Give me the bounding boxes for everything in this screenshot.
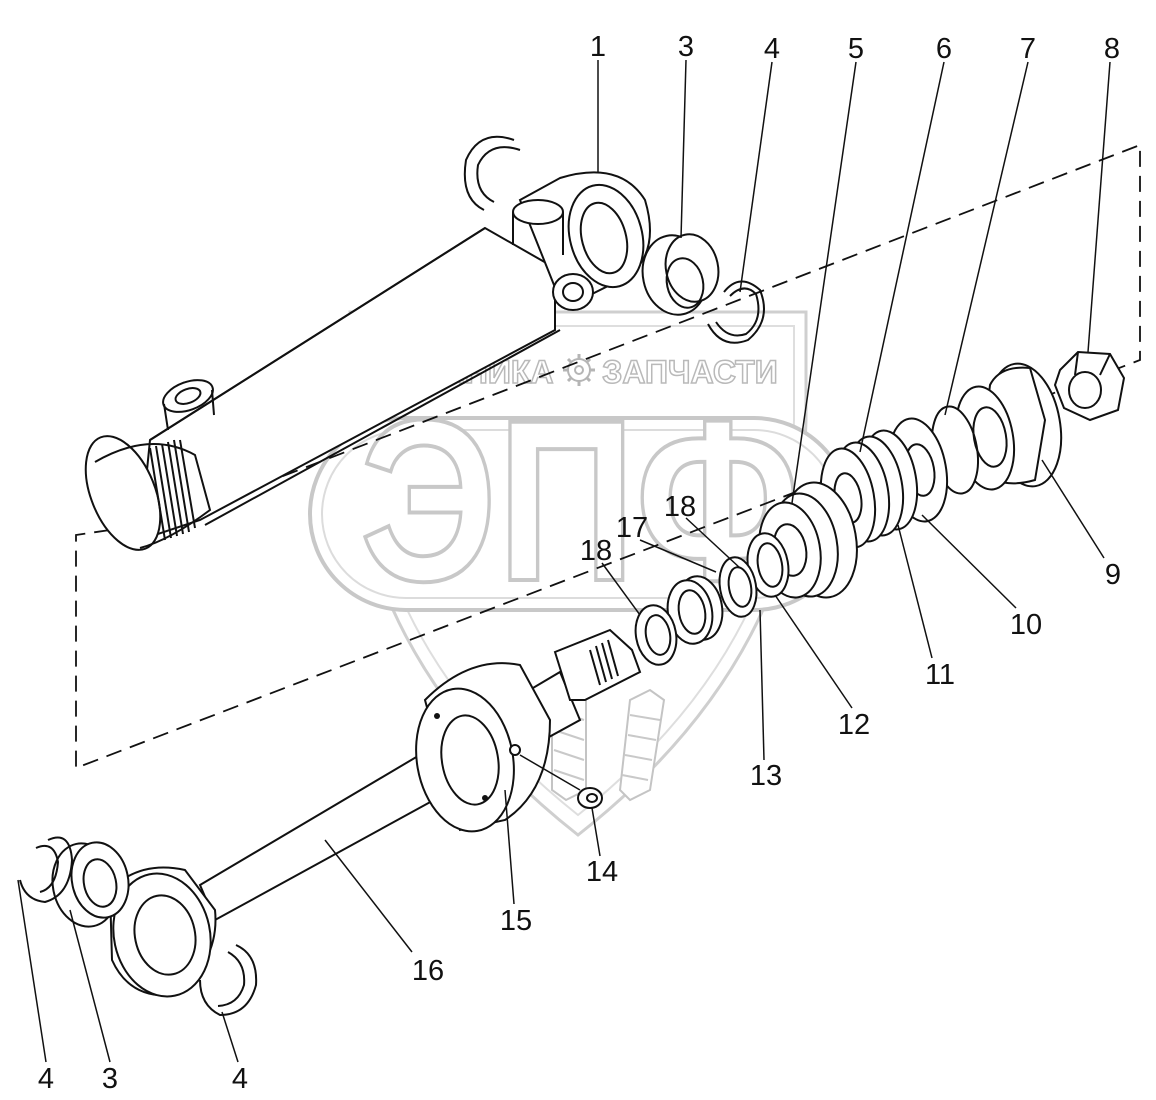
callout-14: 14 [586,856,618,888]
callout-9: 9 [1105,559,1121,591]
assembly-axis-dashed [75,143,1141,770]
leader-lines [17,59,1111,1063]
snap-ring-top [463,135,521,211]
callout-15: 15 [500,905,532,937]
cylinder-gland [415,662,552,833]
bushing-top [641,233,720,316]
ring-18 [634,604,678,666]
callout-3-top: 3 [678,31,694,63]
callout-17: 17 [616,512,648,544]
snap-ring-4-bottom-left [19,836,74,904]
callout-10: 10 [1010,609,1042,641]
callout-13: 13 [750,760,782,792]
grease-fitting [519,754,603,809]
rod-eye [108,866,217,998]
bushing-bottom [51,841,130,928]
callout-5: 5 [848,33,864,65]
ring-17 [666,575,724,645]
nut [1053,350,1126,422]
callout-4-bottom-right: 4 [232,1063,248,1095]
snap-ring-4-bottom-right [199,944,258,1017]
cylinder-barrel [84,171,651,551]
piston-body [758,481,858,599]
callout-18-right: 18 [664,491,696,523]
callout-6: 6 [936,33,952,65]
callout-labels: 1 3 4 5 6 7 8 9 10 11 12 13 14 15 16 17 … [38,31,1121,1095]
watermark-text-right: ЗАПЧАСТИ [602,354,777,390]
callout-18-left: 18 [580,535,612,567]
ring-13 [718,556,758,618]
callout-12: 12 [838,709,870,741]
callout-16: 16 [412,955,444,987]
callout-3-bottom: 3 [102,1063,118,1095]
callout-1: 1 [590,31,606,63]
callout-4-bottom-left: 4 [38,1063,54,1095]
callout-11: 11 [925,659,955,691]
callout-8: 8 [1104,33,1120,65]
callout-4-top: 4 [764,33,780,65]
callout-7: 7 [1020,33,1036,65]
